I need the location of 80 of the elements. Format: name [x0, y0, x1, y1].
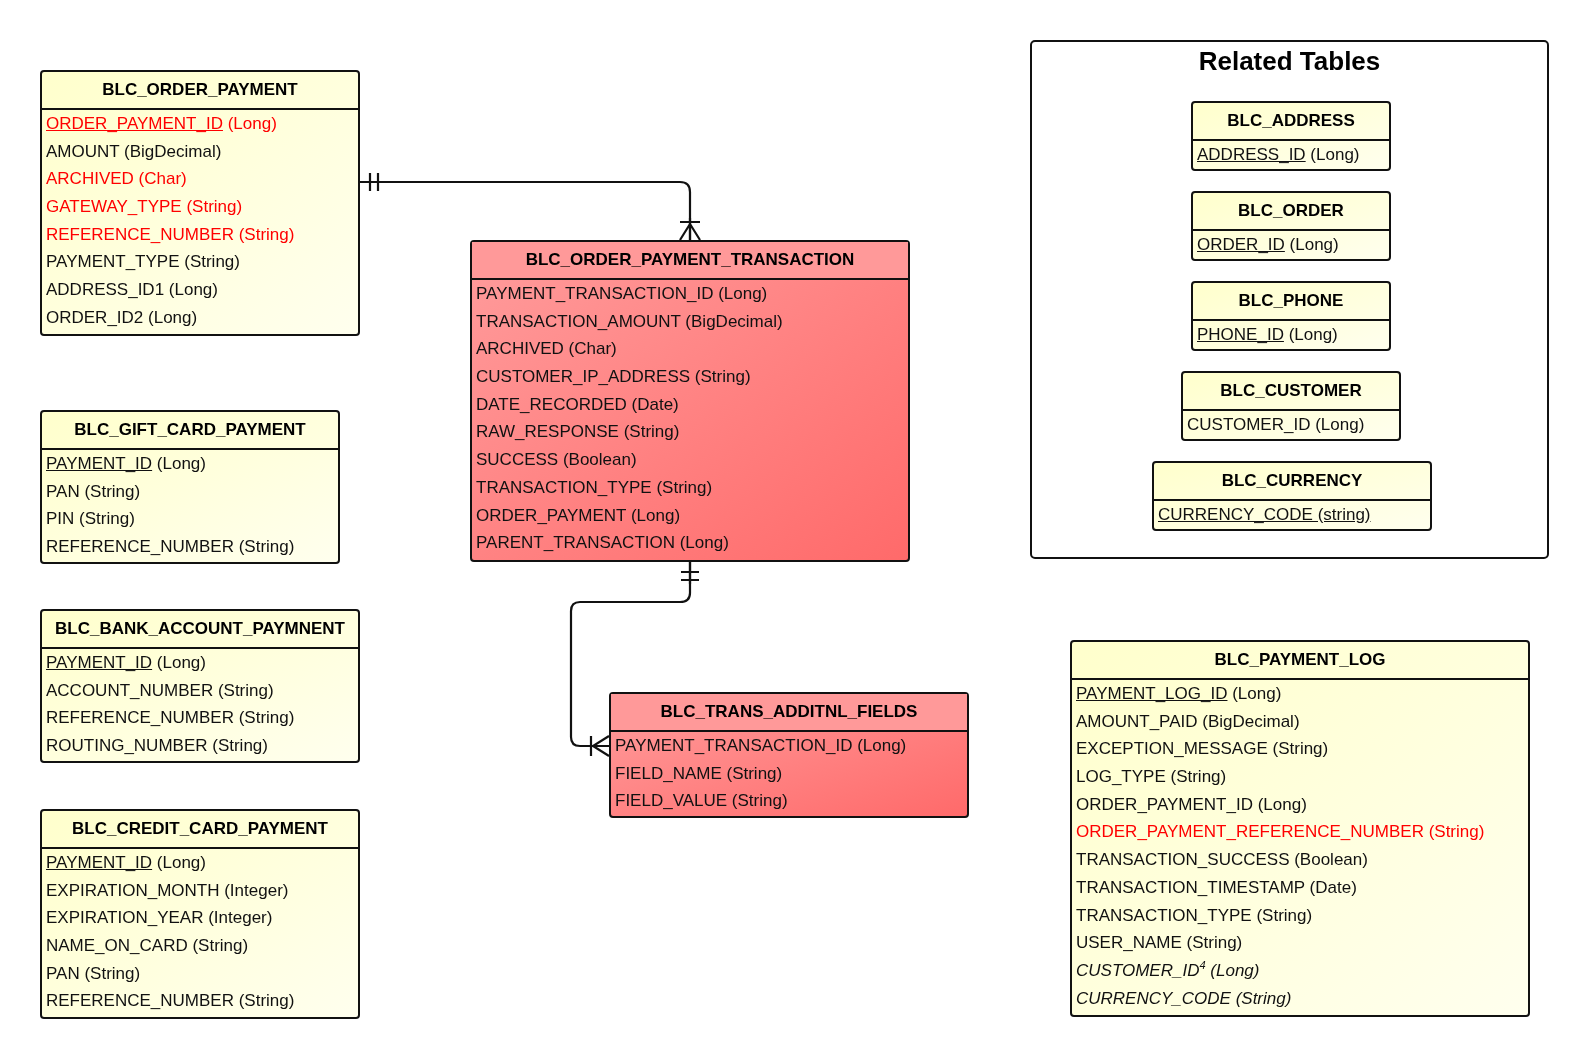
column-row-text: REFERENCE_NUMBER (String): [45, 707, 296, 730]
column-row-text: EXPIRATION_YEAR (Integer): [45, 907, 274, 930]
column-row-text: PAYMENT_TRANSACTION_ID (Long): [614, 735, 908, 757]
column-row-text: ORDER_PAYMENT (Long): [475, 504, 682, 527]
relationship-line: [358, 171, 702, 242]
column-row-text: USER_NAME (String): [1075, 932, 1244, 955]
column-row-text: ADDRESS_ID1 (Long): [45, 279, 219, 302]
column-row-text: PARENT_TRANSACTION (Long): [475, 532, 730, 555]
entity-table: [40, 70, 360, 336]
column-row-text: SUCCESS (Boolean): [475, 449, 638, 472]
entity-table: [1181, 371, 1401, 441]
column-row-text: PAYMENT_LOG_ID (Long): [1075, 683, 1283, 705]
column-row-text: CUSTOMER_ID (Long): [1186, 414, 1366, 436]
column-row-text: ORDER_PAYMENT_ID (Long): [1075, 793, 1308, 816]
table-header: BLC_ORDER: [1193, 193, 1389, 231]
column-row-text: TRANSACTION_TYPE (String): [1075, 904, 1314, 927]
entity-table: [1152, 461, 1432, 531]
column-row-text: CURRENCY_CODE (String): [1075, 987, 1293, 1010]
entity-table: [1191, 101, 1391, 171]
column-row-text: ARCHIVED (Char): [475, 338, 618, 361]
column-row-text: ROUTING_NUMBER (String): [45, 735, 269, 758]
column-row-text: TRANSACTION_AMOUNT (BigDecimal): [475, 310, 784, 333]
table-header: BLC_GIFT_CARD_PAYMENT: [42, 412, 338, 450]
column-row-text: PAYMENT_TYPE (String): [45, 251, 241, 274]
table-header: BLC_ORDER_PAYMENT_TRANSACTION: [472, 242, 908, 280]
table-header: BLC_ORDER_PAYMENT: [42, 72, 358, 110]
column-row-text: ARCHIVED (Char): [45, 168, 188, 191]
table-header: BLC_CURRENCY: [1154, 463, 1430, 501]
group-panel: [1030, 40, 1549, 559]
column-row-text: EXCEPTION_MESSAGE (String): [1075, 738, 1330, 761]
column-row-text: AMOUNT_PAID (BigDecimal): [1075, 710, 1301, 733]
entity-table: [609, 692, 969, 818]
column-row-text: EXPIRATION_MONTH (Integer): [45, 879, 290, 902]
entity-table: [1191, 191, 1391, 261]
table-header: BLC_BANK_ACCOUNT_PAYMNENT: [42, 611, 358, 649]
table-header: BLC_PHONE: [1193, 283, 1389, 321]
table-header: BLC_CUSTOMER: [1183, 373, 1399, 411]
column-row-text: PAN (String): [45, 962, 142, 985]
column-row-text: ORDER_PAYMENT_REFERENCE_NUMBER (String): [1075, 821, 1486, 844]
table-header: BLC_PAYMENT_LOG: [1072, 642, 1528, 680]
column-row-text: RAW_RESPONSE (String): [475, 421, 681, 444]
column-row-text: LOG_TYPE (String): [1075, 766, 1228, 789]
entity-table: [1191, 281, 1391, 351]
column-row-text: AMOUNT (BigDecimal): [45, 140, 223, 163]
table-header: BLC_TRANS_ADDITNL_FIELDS: [611, 694, 967, 732]
column-row-text: PAYMENT_ID (Long): [45, 852, 207, 874]
column-row-text: TRANSACTION_TYPE (String): [475, 476, 714, 499]
column-row-text: REFERENCE_NUMBER (String): [45, 990, 296, 1013]
column-row-text: ORDER_PAYMENT_ID (Long): [45, 113, 278, 135]
column-row-text: PIN (String): [45, 508, 136, 531]
panel-title: Related Tables: [1198, 46, 1381, 77]
column-row-text: CUSTOMER_IP_ADDRESS (String): [475, 366, 752, 389]
entity-table: [40, 609, 360, 763]
column-row-text: ADDRESS_ID (Long): [1196, 144, 1361, 166]
column-row-text: DATE_RECORDED (Date): [475, 393, 680, 416]
column-row-text: PAYMENT_ID (Long): [45, 652, 207, 674]
column-row-text: PAN (String): [45, 480, 142, 503]
entity-table: [40, 410, 340, 564]
table-header: BLC_ADDRESS: [1193, 103, 1389, 141]
table-header: BLC_CREDIT_CARD_PAYMENT: [42, 811, 358, 849]
column-row-text: NAME_ON_CARD (String): [45, 935, 250, 958]
entity-table: [40, 809, 360, 1019]
column-row-text: GATEWAY_TYPE (String): [45, 196, 244, 219]
column-row-text: CURRENCY_CODE (string): [1157, 504, 1372, 526]
column-row-text: PHONE_ID (Long): [1196, 324, 1339, 346]
column-row-text: REFERENCE_NUMBER (String): [45, 536, 296, 559]
relationship-line: [569, 560, 701, 758]
column-row-text: FIELD_NAME (String): [614, 762, 784, 785]
column-row-text: TRANSACTION_SUCCESS (Boolean): [1075, 849, 1369, 872]
column-row-text: ACCOUNT_NUMBER (String): [45, 679, 275, 702]
column-row-text: PAYMENT_TRANSACTION_ID (Long): [475, 283, 769, 305]
column-row-text: PAYMENT_ID (Long): [45, 453, 207, 475]
column-row-text: CUSTOMER_ID$^{4}$ (Long): [1075, 958, 1261, 982]
column-row-text: FIELD_VALUE (String): [614, 790, 789, 813]
column-row-text: TRANSACTION_TIMESTAMP (Date): [1075, 876, 1358, 899]
entity-table: [470, 240, 910, 562]
entity-table: [1070, 640, 1530, 1017]
column-row-text: ORDER_ID2 (Long): [45, 306, 199, 329]
column-row-text: REFERENCE_NUMBER (String): [45, 223, 296, 246]
column-row-text: ORDER_ID (Long): [1196, 234, 1340, 256]
